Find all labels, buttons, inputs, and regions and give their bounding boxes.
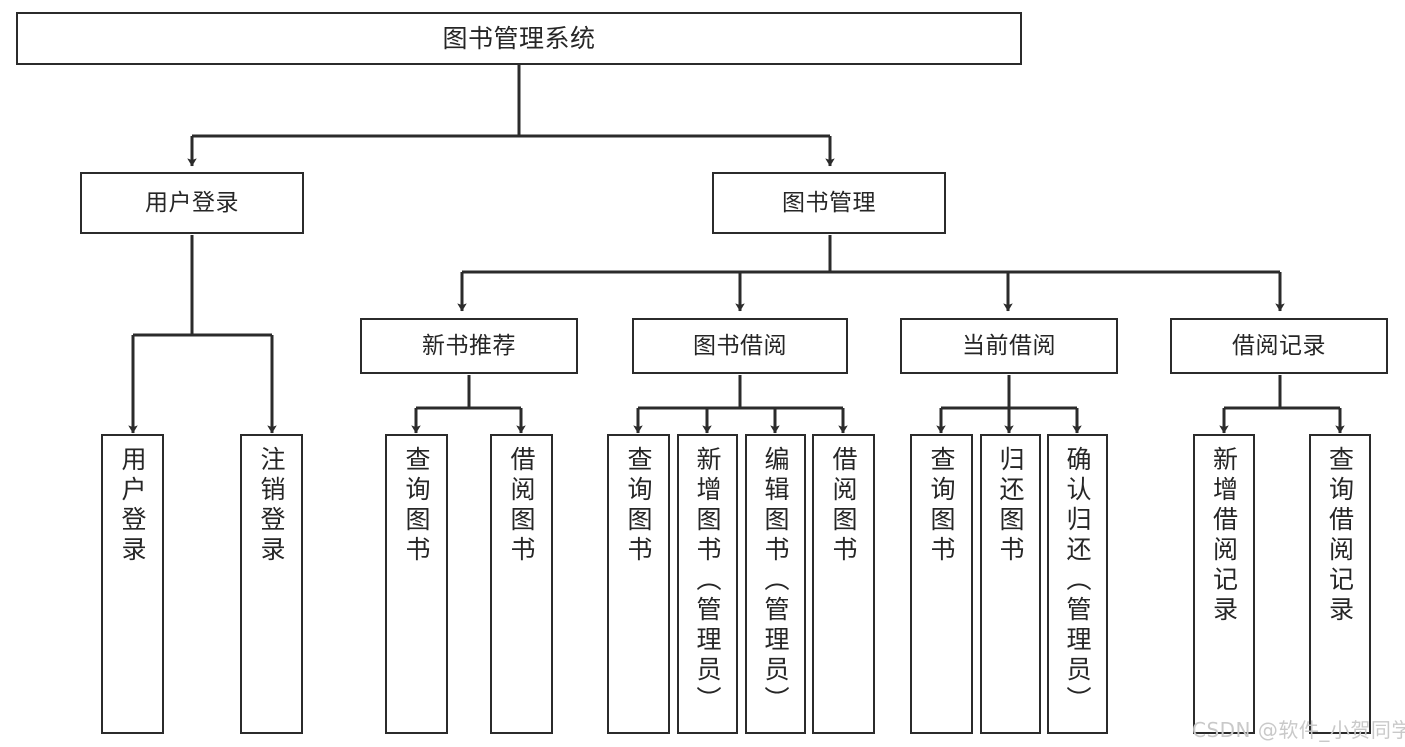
node-user-login[interactable]: 用户登录 (80, 172, 304, 234)
leaf-borrow-query-book[interactable]: 查询图书 (607, 434, 670, 734)
leaf-borrow-take-book[interactable]: 借阅图书 (812, 434, 875, 734)
leaf-user-logout-label: 注销登录 (257, 446, 286, 566)
leaf-user-login[interactable]: 用户登录 (101, 434, 164, 734)
leaf-current-confirm-return-admin-label: 确认归还（管理员） (1063, 446, 1092, 716)
node-root[interactable]: 图书管理系统 (16, 12, 1022, 65)
leaf-user-logout[interactable]: 注销登录 (240, 434, 303, 734)
leaf-recommend-query-book-label: 查询图书 (402, 446, 431, 566)
leaf-recommend-borrow-book[interactable]: 借阅图书 (490, 434, 553, 734)
node-borrow-record[interactable]: 借阅记录 (1170, 318, 1388, 374)
leaf-borrow-edit-book-admin[interactable]: 编辑图书（管理员） (745, 434, 806, 734)
node-user-login-label: 用户登录 (145, 189, 239, 216)
node-book-borrow[interactable]: 图书借阅 (632, 318, 848, 374)
leaf-borrow-take-book-label: 借阅图书 (829, 446, 858, 566)
leaf-borrow-add-book-admin-label: 新增图书（管理员） (693, 446, 722, 716)
leaf-recommend-query-book[interactable]: 查询图书 (385, 434, 448, 734)
node-borrow-record-label: 借阅记录 (1232, 332, 1326, 359)
leaf-record-query-borrow-record[interactable]: 查询借阅记录 (1309, 434, 1371, 734)
node-current-borrow-label: 当前借阅 (962, 332, 1056, 359)
leaf-borrow-add-book-admin[interactable]: 新增图书（管理员） (677, 434, 738, 734)
leaf-user-login-label: 用户登录 (118, 446, 147, 566)
leaf-borrow-query-book-label: 查询图书 (624, 446, 653, 566)
leaf-record-add-borrow-record-label: 新增借阅记录 (1209, 446, 1239, 626)
node-root-label: 图书管理系统 (442, 24, 596, 53)
node-new-book-recommend-label: 新书推荐 (422, 332, 516, 359)
leaf-record-query-borrow-record-label: 查询借阅记录 (1325, 446, 1355, 626)
leaf-recommend-borrow-book-label: 借阅图书 (507, 446, 536, 566)
node-new-book-recommend[interactable]: 新书推荐 (360, 318, 578, 374)
leaf-current-return-book[interactable]: 归还图书 (980, 434, 1041, 734)
node-book-management[interactable]: 图书管理 (712, 172, 946, 234)
node-book-management-label: 图书管理 (782, 189, 876, 216)
node-current-borrow[interactable]: 当前借阅 (900, 318, 1118, 374)
leaf-current-confirm-return-admin[interactable]: 确认归还（管理员） (1047, 434, 1108, 734)
leaf-current-query-book[interactable]: 查询图书 (910, 434, 973, 734)
leaf-record-add-borrow-record[interactable]: 新增借阅记录 (1193, 434, 1255, 734)
leaf-borrow-edit-book-admin-label: 编辑图书（管理员） (761, 446, 790, 716)
node-book-borrow-label: 图书借阅 (693, 332, 787, 359)
leaf-current-return-book-label: 归还图书 (996, 446, 1025, 566)
leaf-current-query-book-label: 查询图书 (927, 446, 956, 566)
watermark: CSDN @软件_小贺同学 (1192, 718, 1405, 742)
